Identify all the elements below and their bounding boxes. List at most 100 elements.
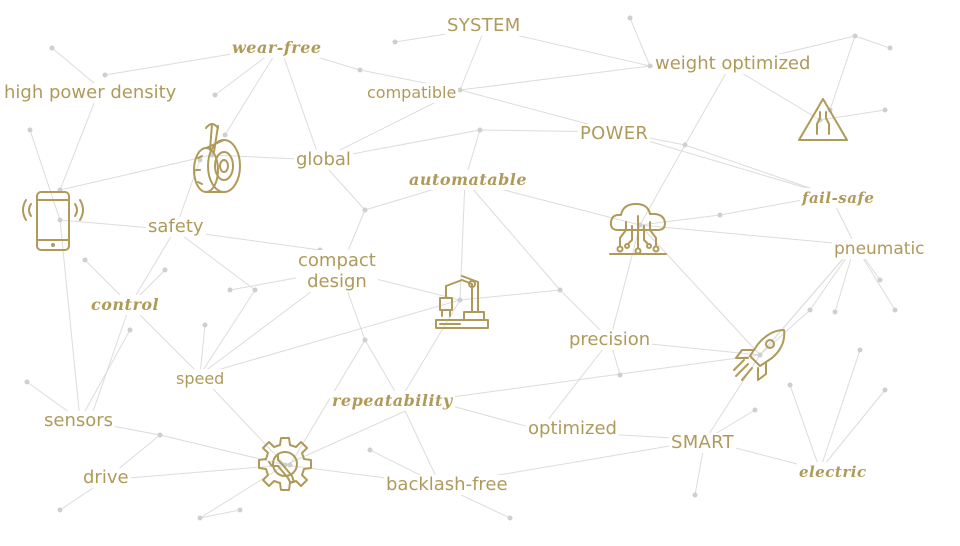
word-sensors: sensors: [42, 410, 116, 431]
robot-arm-icon: [432, 275, 492, 332]
network-node: [222, 132, 228, 138]
network-node: [692, 492, 698, 498]
network-node: [197, 515, 203, 521]
word-system: SYSTEM: [445, 15, 523, 36]
network-node: [887, 45, 893, 51]
network-node: [357, 67, 363, 73]
word-backlash-free: backlash-free: [384, 474, 510, 495]
network-node: [49, 45, 55, 51]
network-node: [24, 379, 30, 385]
network-node: [892, 307, 898, 313]
network-line: [199, 289, 256, 376]
word-electric: electric: [797, 462, 869, 482]
network-line: [629, 17, 651, 67]
network-line: [829, 35, 856, 111]
network-line: [51, 47, 101, 89]
word-fail-safe: fail-safe: [800, 188, 877, 208]
network-node: [202, 322, 208, 328]
network-line: [729, 65, 821, 121]
network-line: [399, 399, 441, 486]
network-node: [287, 462, 293, 468]
word-compact-design: compact design: [296, 250, 378, 292]
network-node: [82, 257, 88, 263]
network-node: [212, 92, 218, 98]
network-node: [857, 347, 863, 353]
network-line: [59, 154, 213, 191]
network-line: [224, 45, 281, 136]
network-node: [162, 267, 168, 273]
network-node: [197, 157, 203, 163]
network-node: [477, 127, 483, 133]
word-weight-optimized: weight optimized: [653, 53, 813, 74]
network-line: [459, 289, 561, 301]
network-line: [459, 27, 486, 91]
network-node: [617, 372, 623, 378]
cloud-circuit-icon: [608, 200, 668, 260]
network-node: [362, 337, 368, 343]
network-node: [882, 107, 888, 113]
network-line: [174, 229, 256, 291]
network-node: [807, 307, 813, 313]
network-node: [852, 33, 858, 39]
network-node: [647, 63, 653, 69]
word-wear-free: wear-free: [230, 38, 324, 58]
network-node: [787, 382, 793, 388]
network-line: [789, 384, 821, 471]
network-line: [539, 339, 611, 431]
network-line: [364, 339, 401, 401]
network-node: [877, 277, 883, 283]
network-node: [27, 127, 33, 133]
gear-wrench-icon: [254, 434, 316, 498]
network-line: [104, 464, 286, 481]
network-line: [29, 129, 61, 221]
network-node: [627, 15, 633, 21]
word-drive: drive: [81, 467, 131, 488]
network-line: [129, 304, 201, 376]
network-line: [819, 109, 886, 121]
network-node: [57, 507, 63, 513]
network-line: [459, 65, 651, 91]
network-line: [464, 179, 561, 291]
network-node: [832, 309, 838, 315]
network-line: [199, 324, 206, 376]
network-node: [362, 207, 368, 213]
road-narrows-warning-icon: [796, 96, 850, 144]
network-line: [639, 224, 761, 356]
network-node: [367, 447, 373, 453]
word-power: POWER: [578, 123, 651, 144]
word-precision: precision: [567, 329, 653, 350]
network-node: [882, 387, 888, 393]
network-node: [682, 142, 688, 148]
network-line: [819, 349, 861, 471]
network-node: [557, 287, 563, 293]
word-smart: SMART: [669, 432, 736, 453]
word-repeatability: repeatability: [330, 391, 455, 411]
smartphone-icon: [22, 190, 84, 254]
network-node: [252, 287, 258, 293]
word-pneumatic: pneumatic: [832, 239, 927, 259]
word-compatible: compatible: [365, 83, 459, 103]
network-line: [79, 329, 131, 421]
network-node: [102, 72, 108, 78]
network-line: [819, 389, 886, 471]
network-line: [279, 45, 321, 161]
network-line: [639, 224, 856, 246]
network-node: [457, 297, 463, 303]
network-line: [89, 304, 131, 421]
word-design: design: [307, 271, 367, 292]
word-optimized: optimized: [526, 418, 619, 439]
network-line: [684, 144, 831, 196]
network-line: [854, 35, 891, 49]
network-line: [59, 219, 81, 421]
network-line: [59, 87, 101, 191]
network-node: [392, 39, 398, 45]
network-line: [199, 374, 286, 466]
rocket-icon: [730, 326, 790, 384]
network-line: [199, 299, 461, 376]
network-node: [752, 407, 758, 413]
word-safety: safety: [146, 216, 206, 237]
word-high-power-density: high power density: [2, 82, 179, 103]
word-control: control: [89, 295, 162, 315]
brake-component-icon: [184, 120, 246, 202]
network-line: [684, 65, 731, 146]
